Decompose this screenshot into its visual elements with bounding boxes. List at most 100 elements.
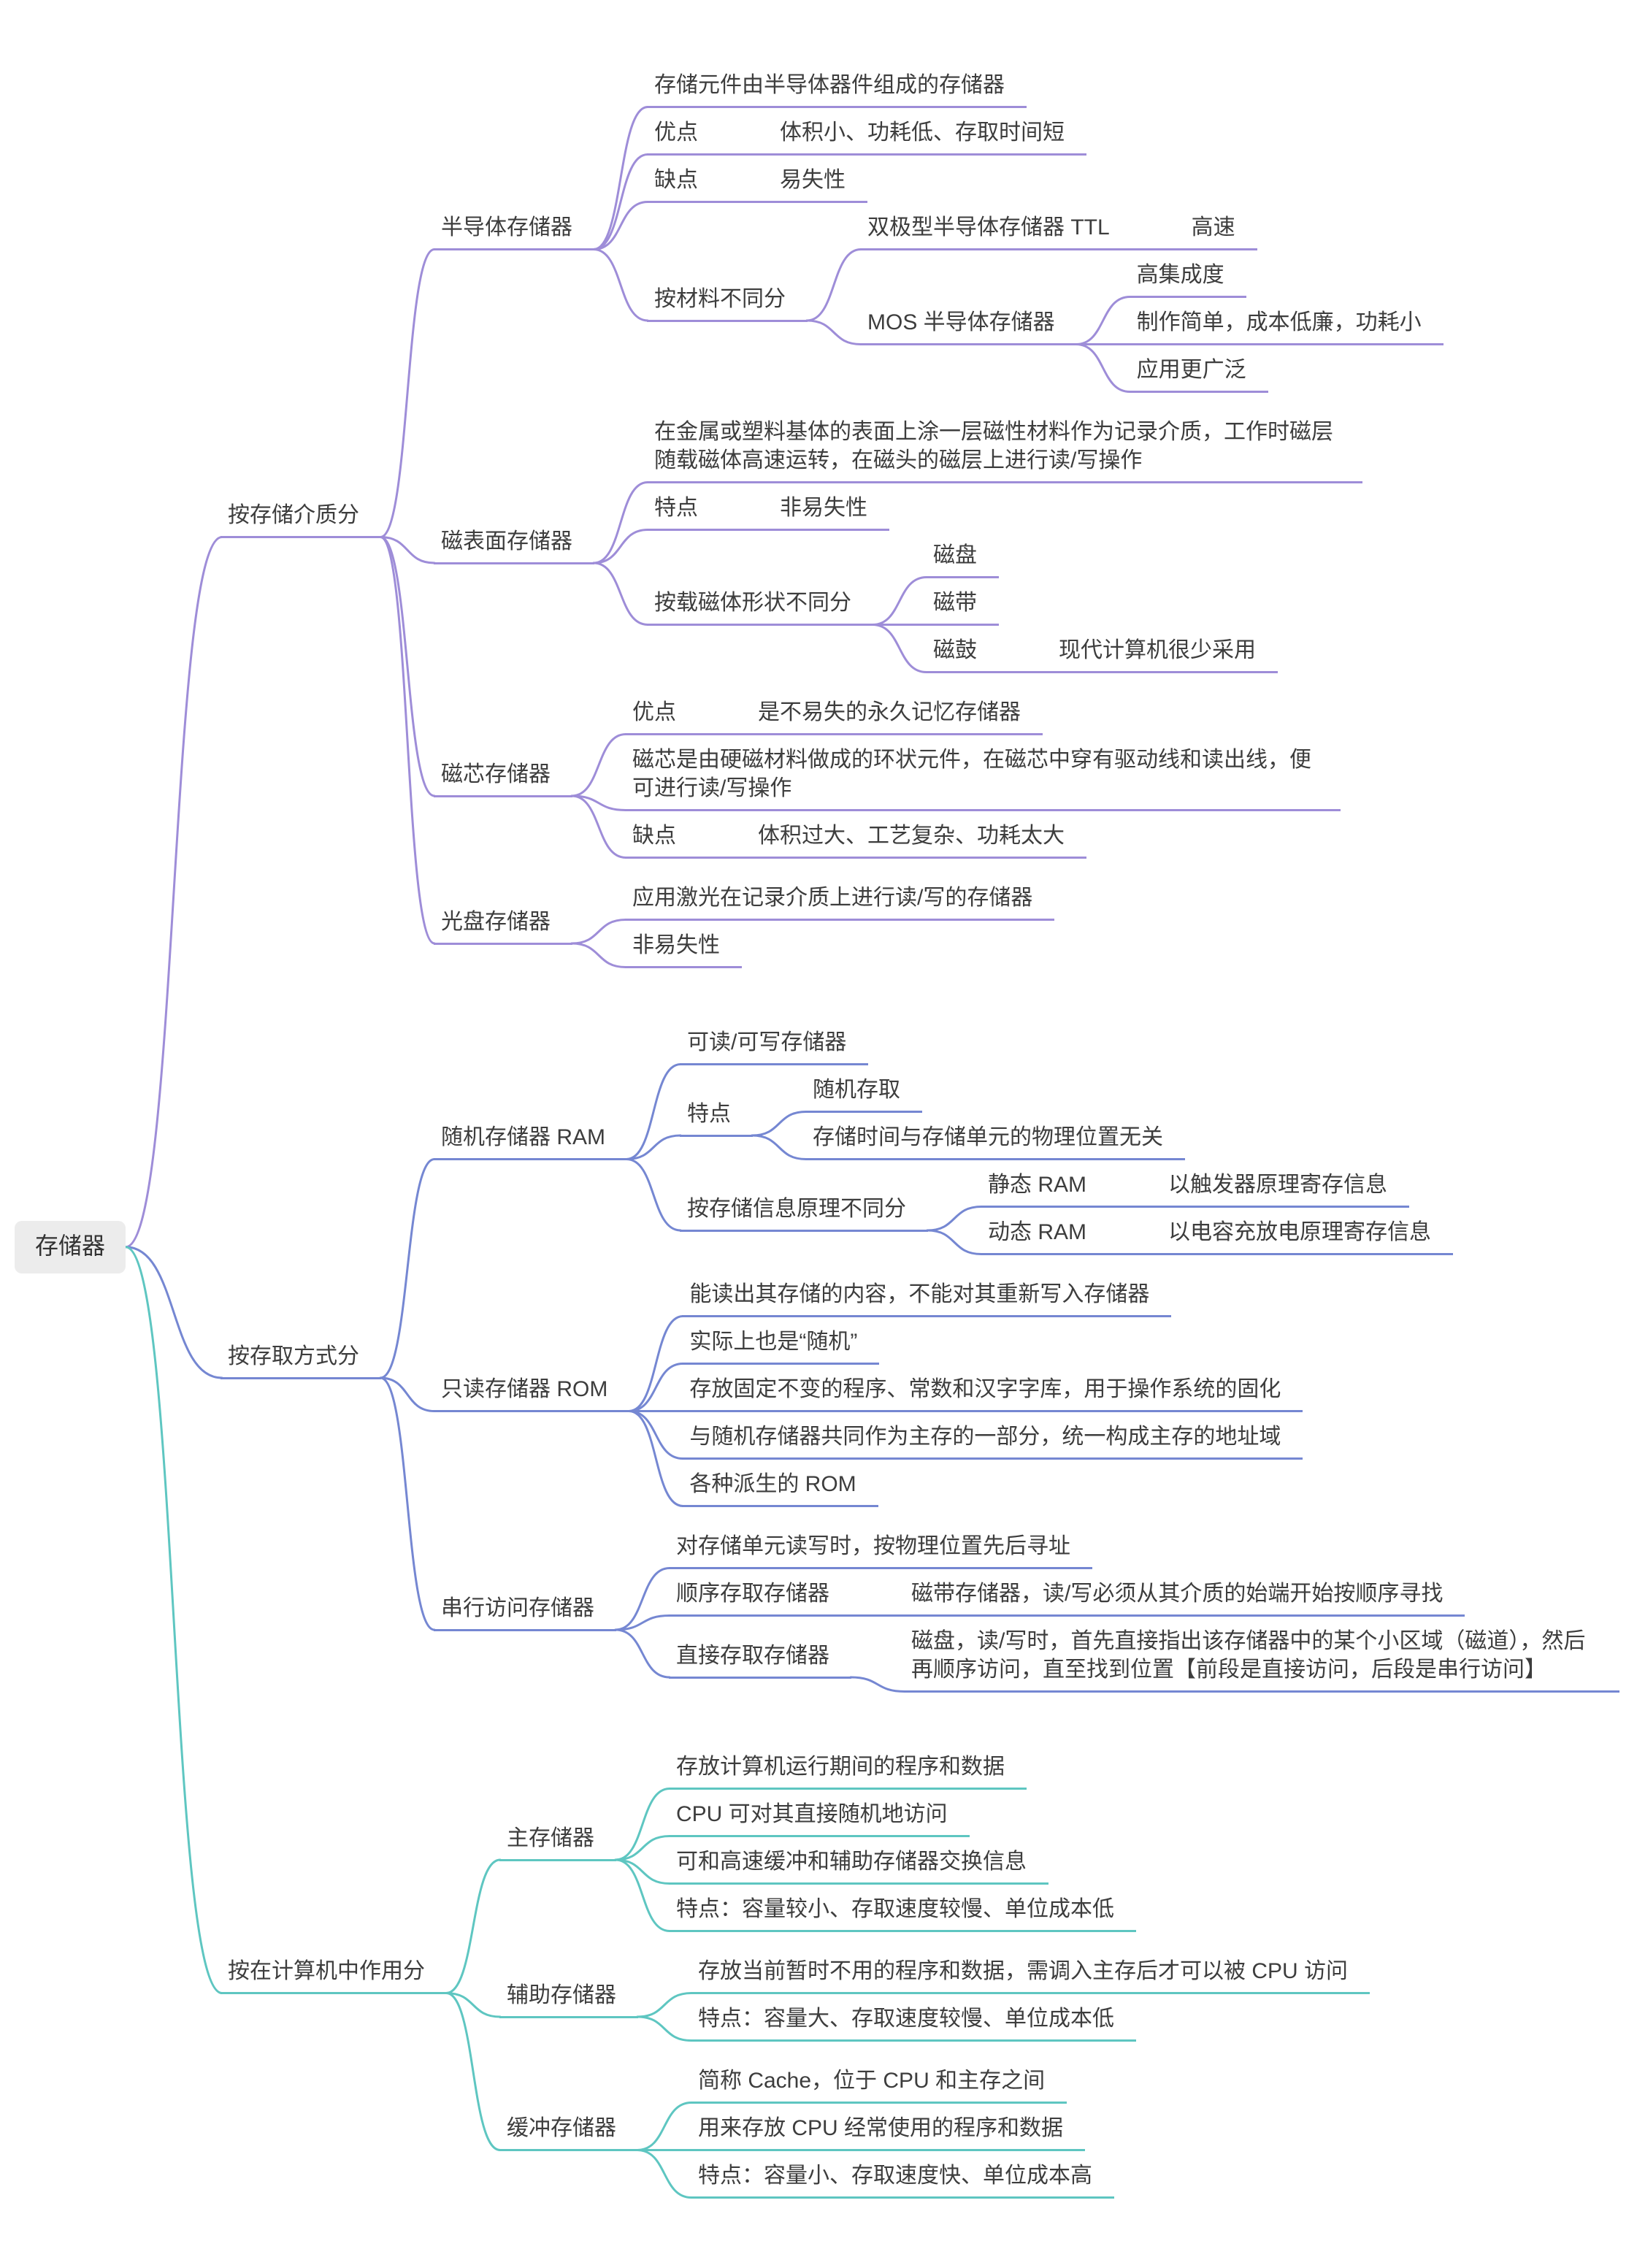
mindmap-children: 以触发器原理寄存信息 — [1161, 1165, 1409, 1212]
mindmap-node-label[interactable]: 是不易失的永久记忆存储器 — [751, 697, 1043, 735]
mindmap-node-label[interactable]: 磁芯存储器 — [434, 759, 572, 797]
mindmap-node-label[interactable]: 按在计算机中作用分 — [221, 1955, 447, 1994]
mindmap-node-label[interactable]: 高集成度 — [1129, 259, 1246, 298]
mindmap-children: 双极型半导体存储器 TTL 高速 MOS 半导体存储器 高集成度制作简单，成本低廉，功… — [860, 207, 1444, 397]
mindmap-children: 存放当前暂时不用的程序和数据，需调入主存后才可以被 CPU 访问特点：容量大、存… — [691, 1951, 1370, 2046]
mindmap-children: 主存储器 存放计算机运行期间的程序和数据 CPU 可对其直接随机地访问可和高速缓冲和… — [499, 1739, 1370, 2210]
root-node-label: 存储器 — [35, 1233, 106, 1259]
mindmap-node-label[interactable]: 按载磁体形状不同分 — [647, 587, 873, 626]
mindmap-node-label[interactable]: 非易失性 — [773, 492, 889, 531]
mindmap-node-label[interactable]: 串行访问存储器 — [434, 1593, 616, 1631]
mindmap-node-label[interactable]: 对存储单元读写时，按物理位置先后寻址 — [669, 1530, 1092, 1569]
mindmap-node: 按存储信息原理不同分 静态 RAM 以触发器原理寄存信息动态 RAM 以电容充放电原理… — [680, 1165, 1453, 1260]
mindmap-node: 按在计算机中作用分 主存储器 存放计算机运行期间的程序和数据 CPU 可对其直接随机地… — [221, 1739, 1637, 2210]
mindmap-node-label[interactable]: 现代计算机很少采用 — [1051, 635, 1278, 673]
mindmap-node-label[interactable]: 动态 RAM — [981, 1217, 1108, 1255]
mindmap-node-label[interactable]: 按存储信息原理不同分 — [680, 1193, 928, 1232]
mindmap-node: 磁芯存储器 优点 是不易失的永久记忆存储器磁芯是由硬磁材料做成的环状元件，在磁芯中穿… — [434, 692, 1444, 863]
mindmap-node: 磁带存储器，读/写必须从其介质的始端开始按顺序寻找 — [904, 1574, 1465, 1621]
mindmap-node: 只读存储器 ROM 能读出其存储的内容，不能对其重新写入存储器实际上也是“随机” 存… — [434, 1274, 1619, 1512]
mindmap-node-label[interactable]: 特点：容量大、存取速度较慢、单位成本低 — [691, 2003, 1136, 2042]
mindmap-node-label[interactable]: 只读存储器 ROM — [434, 1374, 630, 1412]
mindmap-node-label[interactable]: 直接存取存储器 — [669, 1640, 851, 1679]
mindmap-node-label[interactable]: 按材料不同分 — [647, 283, 808, 322]
mindmap-node: 缺点 易失性 — [647, 160, 1444, 207]
mindmap-node-label[interactable]: 实际上也是“随机” — [682, 1326, 880, 1365]
mindmap-node-label[interactable]: 以电容充放电原理寄存信息 — [1161, 1217, 1453, 1255]
mindmap-node-label[interactable]: 特点：容量较小、存取速度较慢、单位成本低 — [669, 1893, 1136, 1932]
mindmap-node-label[interactable]: CPU 可对其直接随机地访问 — [669, 1798, 970, 1837]
mindmap-children: 优点 是不易失的永久记忆存储器磁芯是由硬磁材料做成的环状元件，在磁芯中穿有驱动线和… — [625, 692, 1341, 863]
mindmap-node-label[interactable]: 用来存放 CPU 经常使用的程序和数据 — [691, 2112, 1086, 2151]
mindmap-node: 优点 体积小、功耗低、存取时间短 — [647, 112, 1444, 160]
mindmap-node-label[interactable]: 磁盘，读/写时，首先直接指出该存储器中的某个小区域（磁道），然后再顺序访问，直至… — [904, 1625, 1619, 1693]
mindmap-node-label[interactable]: 缓冲存储器 — [499, 2112, 638, 2151]
mindmap-node-label[interactable]: 特点 — [647, 492, 720, 531]
mindmap-node: 磁表面存储器 在金属或塑料基体的表面上涂一层磁性材料作为记录介质，工作时磁层随载磁… — [434, 412, 1444, 678]
mindmap-node: 特点：容量较小、存取速度较慢、单位成本低 — [669, 1889, 1136, 1936]
mindmap-node: 优点 是不易失的永久记忆存储器 — [625, 692, 1341, 740]
mindmap-node-label[interactable]: 易失性 — [773, 164, 867, 203]
mindmap-node-label[interactable]: 磁鼓 — [926, 635, 999, 673]
mindmap-node-label[interactable]: 简称 Cache，位于 CPU 和主存之间 — [691, 2065, 1067, 2104]
mindmap-node-label[interactable]: 非易失性 — [625, 930, 742, 968]
mindmap-node-label[interactable]: 随机存取 — [805, 1074, 922, 1113]
mindmap-node-label[interactable]: 在金属或塑料基体的表面上涂一层磁性材料作为记录介质，工作时磁层随载磁体高速运转，… — [647, 416, 1362, 483]
mindmap-node-label[interactable]: 缺点 — [647, 164, 720, 203]
mindmap-node-label[interactable]: 体积小、功耗低、存取时间短 — [773, 117, 1086, 156]
mindmap-node-label[interactable]: 存储元件由半导体器件组成的存储器 — [647, 69, 1027, 108]
mindmap-node-label[interactable]: 应用激光在记录介质上进行读/写的存储器 — [625, 882, 1055, 921]
mindmap-children: 磁盘，读/写时，首先直接指出该存储器中的某个小区域（磁道），然后再顺序访问，直至… — [904, 1621, 1619, 1697]
mindmap-node-label[interactable]: 光盘存储器 — [434, 906, 572, 945]
mindmap-node-label[interactable]: 能读出其存储的内容，不能对其重新写入存储器 — [682, 1279, 1172, 1317]
mindmap-node-label[interactable]: 双极型半导体存储器 TTL — [860, 212, 1132, 250]
mindmap-node-label[interactable]: 磁盘 — [926, 540, 999, 578]
mindmap-children: 高集成度制作简单，成本低廉，功耗小应用更广泛 — [1129, 255, 1444, 397]
mindmap-node-label[interactable]: 可读/可写存储器 — [680, 1027, 869, 1065]
mindmap-node-label[interactable]: 顺序存取存储器 — [669, 1578, 851, 1617]
mindmap-node-label[interactable]: 体积过大、工艺复杂、功耗太大 — [751, 820, 1086, 859]
mindmap-node-label[interactable]: 按存取方式分 — [221, 1341, 381, 1379]
mindmap-node-label[interactable]: 存放固定不变的程序、常数和汉字字库，用于操作系统的固化 — [682, 1374, 1303, 1412]
mindmap-children: 应用激光在记录介质上进行读/写的存储器非易失性 — [625, 878, 1055, 973]
mindmap-node-label[interactable]: 半导体存储器 — [434, 212, 594, 250]
mindmap-node-label[interactable]: 磁带存储器，读/写必须从其介质的始端开始按顺序寻找 — [904, 1578, 1465, 1617]
mindmap-children: 随机存取存储时间与存储单元的物理位置无关 — [805, 1070, 1185, 1165]
mindmap-node-label[interactable]: 磁表面存储器 — [434, 526, 594, 564]
mindmap-node: 特点：容量大、存取速度较慢、单位成本低 — [691, 1999, 1370, 2046]
mindmap-node: 直接存取存储器 磁盘，读/写时，首先直接指出该存储器中的某个小区域（磁道），然后再… — [669, 1621, 1619, 1697]
mindmap-node-label[interactable]: 高速 — [1184, 212, 1257, 250]
mindmap-children: 体积小、功耗低、存取时间短 — [773, 112, 1086, 160]
mindmap-node-label[interactable]: 主存储器 — [499, 1823, 616, 1861]
mindmap-node-label[interactable]: 缺点 — [625, 820, 698, 859]
mindmap-node-label[interactable]: 特点 — [680, 1098, 753, 1137]
mindmap-node: MOS 半导体存储器 高集成度制作简单，成本低廉，功耗小应用更广泛 — [860, 255, 1444, 397]
mindmap-node-label[interactable]: 静态 RAM — [981, 1169, 1108, 1208]
mindmap-node-label[interactable]: 特点：容量小、存取速度快、单位成本高 — [691, 2160, 1114, 2199]
mindmap-node-label[interactable]: 磁带 — [926, 587, 999, 626]
mindmap-children: 简称 Cache，位于 CPU 和主存之间用来存放 CPU 经常使用的程序和数据… — [691, 2061, 1114, 2203]
mindmap-node: 制作简单，成本低廉，功耗小 — [1129, 302, 1444, 350]
mindmap-node: 随机存取 — [805, 1070, 1185, 1117]
mindmap-node-label[interactable]: 与随机存储器共同作为主存的一部分，统一构成主存的地址域 — [682, 1421, 1303, 1460]
mindmap-node-label[interactable]: 存放计算机运行期间的程序和数据 — [669, 1751, 1027, 1790]
mindmap-node-label[interactable]: 存储时间与存储单元的物理位置无关 — [805, 1122, 1185, 1160]
mindmap-node: 按存储介质分半导体存储器存储元件由半导体器件组成的存储器优点体积小、功耗低、存取… — [221, 58, 1637, 980]
mindmap-node-label[interactable]: 存放当前暂时不用的程序和数据，需调入主存后才可以被 CPU 访问 — [691, 1955, 1370, 1994]
mindmap-node-label[interactable]: 辅助存储器 — [499, 1980, 638, 2018]
mindmap-node-label[interactable]: 以触发器原理寄存信息 — [1161, 1169, 1409, 1208]
mindmap-children: 非易失性 — [773, 488, 889, 535]
mindmap-node-label[interactable]: 应用更广泛 — [1129, 354, 1268, 393]
mindmap-node-label[interactable]: 按存储介质分 — [221, 499, 381, 538]
mindmap-node-label[interactable]: 优点 — [647, 117, 720, 156]
mindmap-node-label[interactable]: 磁芯是由硬磁材料做成的环状元件，在磁芯中穿有驱动线和读出线，便可进行读/写操作 — [625, 744, 1341, 811]
mindmap-node: 特点：容量小、存取速度快、单位成本高 — [691, 2156, 1114, 2203]
mindmap-node-label[interactable]: MOS 半导体存储器 — [860, 307, 1077, 345]
root-node[interactable]: 存储器 — [15, 1221, 126, 1273]
mindmap-node: 实际上也是“随机” — [682, 1322, 1303, 1369]
mindmap-node-label[interactable]: 各种派生的 ROM — [682, 1468, 878, 1507]
mindmap-node-label[interactable]: 可和高速缓冲和辅助存储器交换信息 — [669, 1846, 1048, 1885]
mindmap-node-label[interactable]: 优点 — [625, 697, 698, 735]
mindmap-node-label[interactable]: 制作简单，成本低廉，功耗小 — [1129, 307, 1444, 345]
mindmap-node-label[interactable]: 随机存储器 RAM — [434, 1122, 627, 1160]
